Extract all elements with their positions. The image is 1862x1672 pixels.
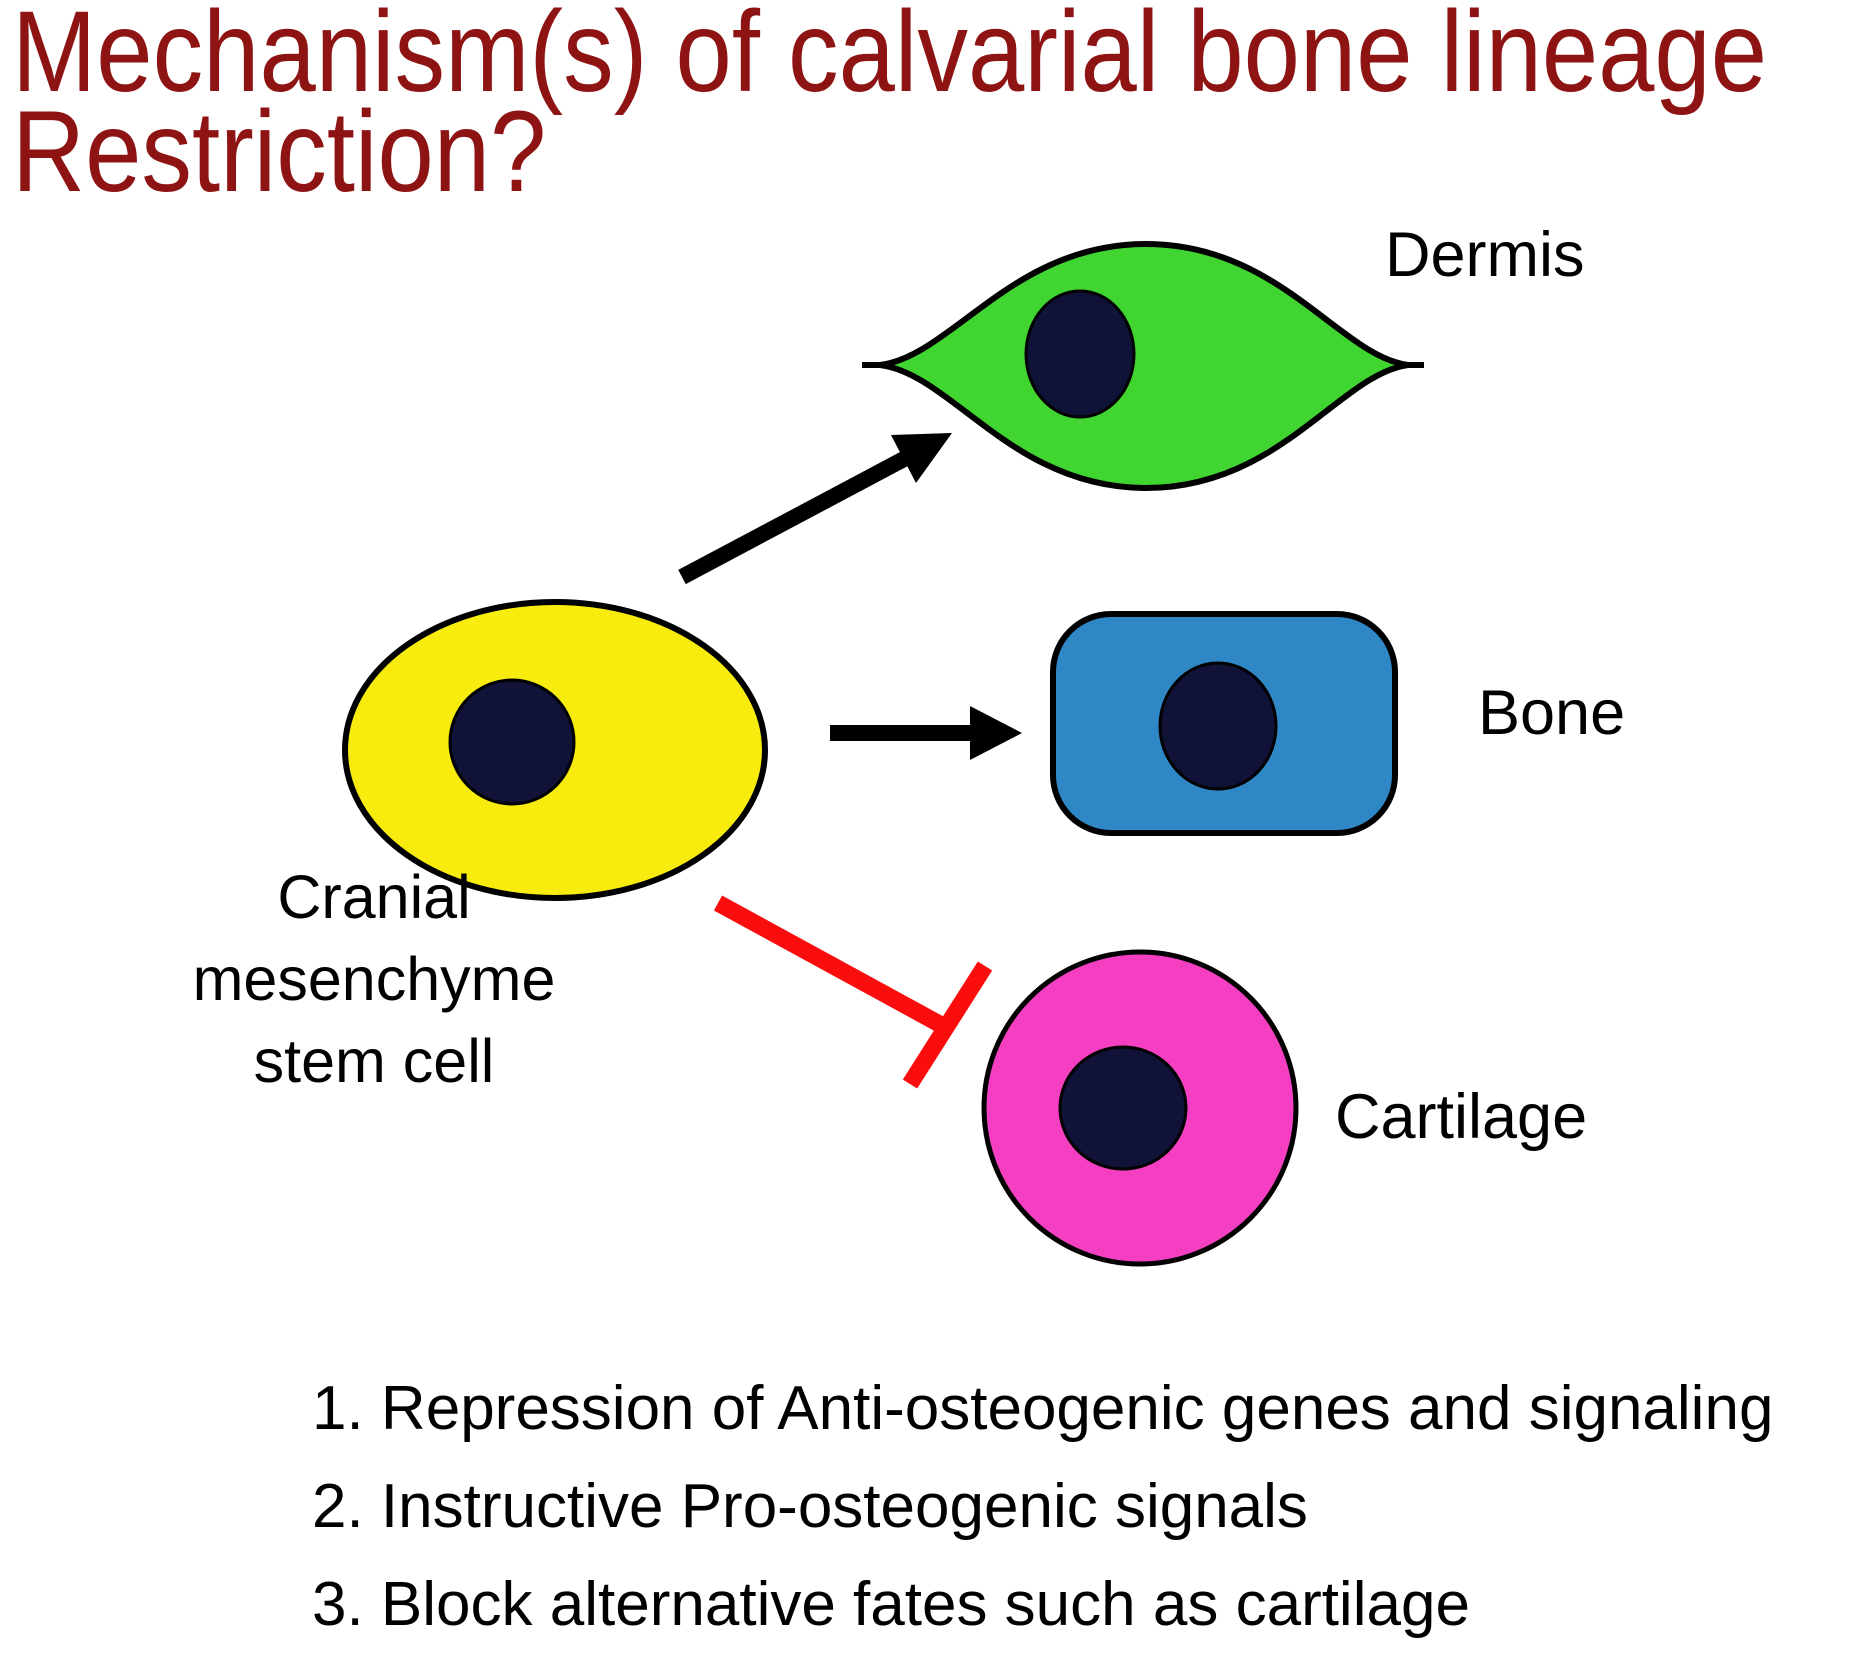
bone-cell xyxy=(1050,611,1398,836)
cartilage-label: Cartilage xyxy=(1335,1082,1588,1152)
arrow-to-bone-head xyxy=(970,706,1022,760)
stem-cell-nucleus xyxy=(448,678,576,806)
arrow-to-dermis-head xyxy=(891,433,952,483)
dermis-cell-shape xyxy=(879,240,1409,492)
dermis-label: Dermis xyxy=(1385,220,1585,290)
stem-cell xyxy=(342,599,768,901)
mechanism-item-2: 2. Instructive Pro-osteogenic signals xyxy=(312,1472,1308,1541)
mechanism-item-3: 3. Block alternative fates such as carti… xyxy=(312,1570,1470,1639)
arrow-to-dermis-shaft xyxy=(678,451,908,585)
cartilage-cell xyxy=(981,949,1299,1267)
stem-cell-label: Cranial mesenchyme stem cell xyxy=(192,863,556,1095)
bone-label: Bone xyxy=(1478,678,1626,748)
page-title-line-2: Restriction? xyxy=(12,88,547,216)
dermis-nucleus xyxy=(1024,289,1136,419)
page-title: Mechanism(s) of calvarial bone lineage R… xyxy=(12,0,1767,216)
page-title-line-1: Mechanism(s) of calvarial bone lineage xyxy=(12,0,1767,116)
bone-nucleus xyxy=(1158,661,1278,791)
inhibition-shaft xyxy=(713,895,950,1035)
arrow-to-dermis-icon xyxy=(678,433,952,585)
inhibition-crossbar xyxy=(902,961,993,1089)
cartilage-nucleus xyxy=(1058,1045,1188,1171)
inhibition-bar-icon xyxy=(713,895,993,1089)
arrow-to-bone-icon xyxy=(830,706,1022,760)
mechanism-item-1: 1. Repression of Anti-osteogenic genes a… xyxy=(312,1374,1774,1443)
dermis-cell xyxy=(862,240,1424,492)
